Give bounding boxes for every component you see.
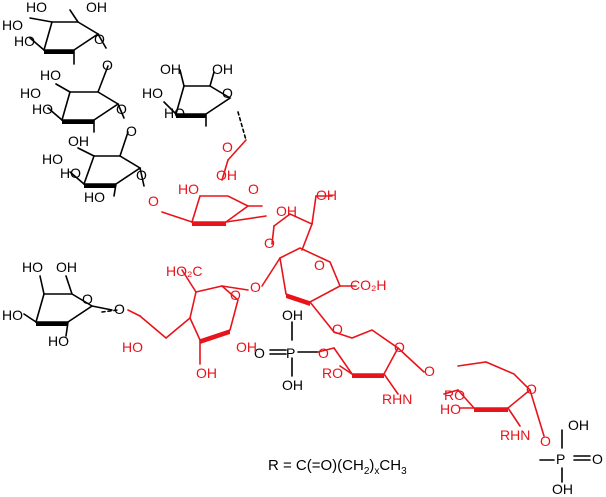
label-phos2-oh1: OH — [568, 417, 589, 433]
caption-left: R = C(=O)(CH — [268, 457, 364, 474]
label-kdo2-o3: O — [332, 321, 343, 337]
label-glcn2-ro: RO — [444, 387, 465, 403]
label-r3-b: HO — [42, 151, 63, 167]
label-glcn1-o2: O — [424, 363, 435, 379]
red-atom-labels: O HO OH O O OH OH O O CO₂H O HO₂C O HO O… — [122, 139, 551, 449]
label-r3-c: HO — [60, 165, 81, 181]
label-kdo2-hooc: HO₂C — [166, 263, 203, 279]
black-wedges — [36, 50, 206, 326]
label-r2-a: HO — [40, 67, 61, 83]
label-hep1-ho: HO — [178, 181, 199, 197]
label-hep1-oh: OH — [216, 167, 237, 183]
label-phos2-p: P — [556, 451, 565, 467]
caption-sub3: 3 — [401, 466, 407, 477]
label-hep1-oh2: OH — [276, 203, 297, 219]
label-phos2-o2: O — [592, 451, 603, 467]
label-phos1-oh2: OH — [282, 377, 303, 393]
label-kdo1-co2h: CO₂H — [350, 277, 387, 293]
label-r4-c: HO — [142, 85, 163, 101]
label-r1-a: HO — [26, 0, 47, 15]
caption-sub1: 2 — [364, 466, 370, 477]
label-phos1-o2: O — [318, 345, 329, 361]
label-glcn1-o: O — [394, 339, 405, 355]
caption-right: CH — [379, 457, 401, 474]
label-glcn1-rhn: RHN — [382, 391, 412, 407]
label-hep1-oh3: OH — [316, 187, 337, 203]
label-glcn2-o: O — [526, 381, 537, 397]
label-gal-ho2: HO — [2, 307, 23, 323]
label-r3-a: OH — [68, 133, 89, 149]
label-glcn2-rhn: RHN — [500, 427, 530, 443]
label-gal-o2: O — [114, 301, 125, 317]
label-r2-d: O — [102, 57, 113, 73]
label-r1-d: HO — [14, 33, 35, 49]
label-r1-b: OH — [86, 0, 107, 15]
label-r3-f: O — [136, 167, 147, 183]
black-bonds — [23, 9, 591, 483]
label-kdo1-o: O — [314, 257, 325, 273]
label-phos1-p: P — [286, 345, 295, 361]
label-kdo2-oh2: OH — [196, 365, 217, 381]
label-hep1-o2: O — [248, 181, 259, 197]
label-r3-d: HO — [84, 189, 105, 205]
label-kdo2-o: O — [230, 287, 241, 303]
label-gal-ho3: HO — [48, 333, 69, 349]
label-r4-b: OH — [212, 61, 233, 77]
label-r4-d: HO — [164, 105, 185, 121]
r-group-definition: R = C(=O)(CH2)xCH3 — [268, 457, 407, 477]
label-kdo1-o2: O — [250, 279, 261, 295]
label-gal-ho1: HO — [22, 259, 43, 275]
label-phos2-oh2: OH — [552, 481, 573, 497]
label-hep1-o4: O — [264, 235, 275, 251]
label-gal-o: O — [82, 291, 93, 307]
label-kdo2-oh: OH — [236, 339, 257, 355]
label-phos2-o: O — [540, 433, 551, 449]
label-glcn2-ho: HO — [440, 401, 461, 417]
label-r2-c: HO — [32, 101, 53, 117]
label-hep1-o: O — [222, 139, 233, 155]
label-r2-e: O — [116, 101, 127, 117]
caption-sub2: x — [374, 466, 379, 477]
label-r4-e: O — [222, 85, 233, 101]
label-r4-a: OH — [160, 61, 181, 77]
label-r2-b: HO — [20, 85, 41, 101]
label-r3-e: O — [126, 123, 137, 139]
label-phos1-oh1: OH — [282, 307, 303, 323]
caption-mid: ) — [369, 457, 374, 474]
label-r1-c: HO — [2, 17, 23, 33]
label-glcn1-ro: RO — [322, 365, 343, 381]
label-kdo2-ho: HO — [122, 339, 143, 355]
red-wedges — [192, 222, 508, 412]
label-phos1-o: O — [254, 345, 265, 361]
label-r1-e: O — [94, 31, 105, 47]
label-gal-oh1: OH — [56, 259, 77, 275]
label-hep1-o3: O — [148, 193, 159, 209]
